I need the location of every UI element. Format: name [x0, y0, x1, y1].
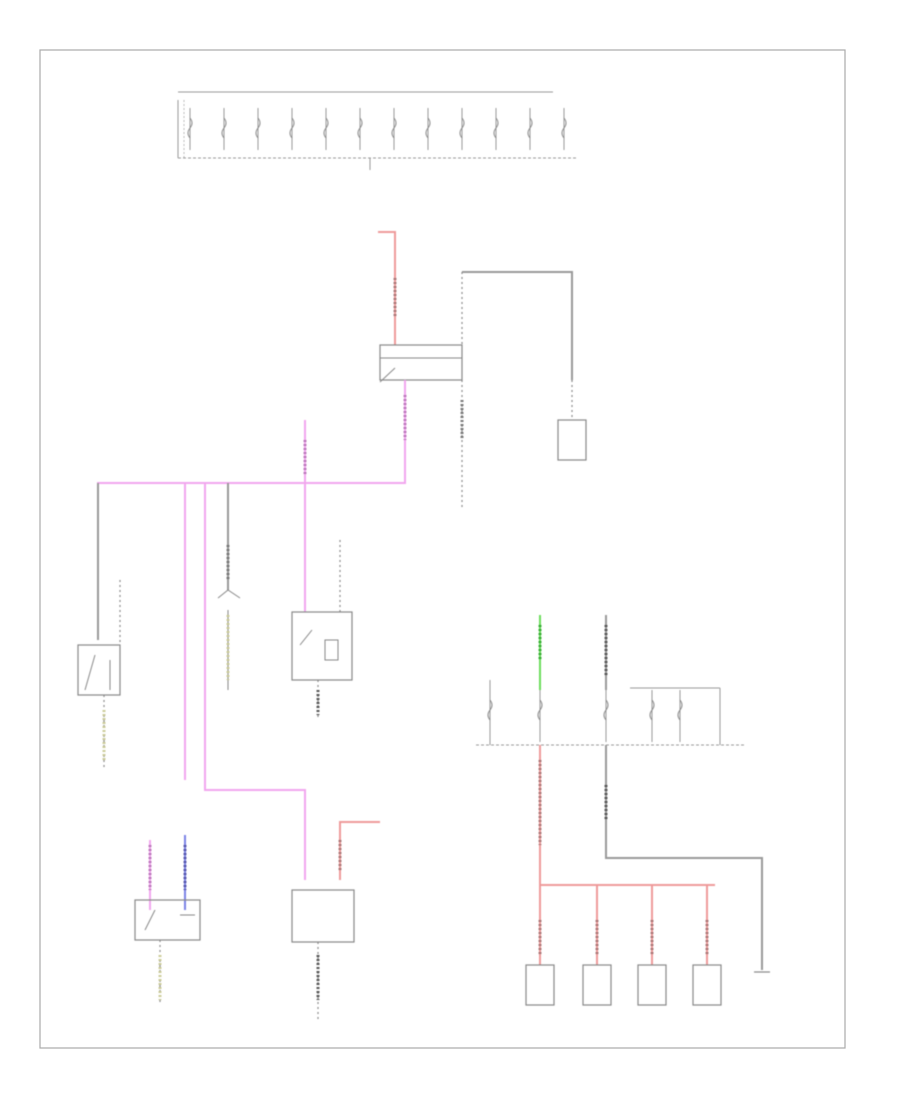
- fuse: [649, 690, 655, 742]
- fuse: [187, 108, 193, 150]
- center-relay-section: [217, 483, 353, 720]
- fuse: [527, 108, 533, 150]
- black-load-feed: [605, 745, 763, 970]
- fuse: [255, 108, 261, 150]
- upper-relay-section: [97, 231, 587, 560]
- load-component: [637, 920, 667, 1006]
- center-relay: [291, 611, 353, 681]
- top-fuse-box: [177, 91, 578, 170]
- red-feed-wire: [378, 231, 396, 345]
- fuse: [561, 108, 567, 150]
- upper-relay: [379, 344, 463, 381]
- fuse: [603, 690, 609, 742]
- left-switch-section: [77, 483, 306, 880]
- fuse: [487, 690, 493, 742]
- red-relay-feed: [339, 821, 380, 880]
- pink-cross-wire: [204, 483, 306, 880]
- load-component: [582, 920, 612, 1006]
- fuse: [289, 108, 295, 150]
- upper-right-component: [557, 419, 587, 461]
- fuse: [537, 690, 543, 742]
- load-row: [525, 920, 770, 1006]
- fuse: [425, 108, 431, 150]
- fuse-row: [187, 108, 567, 150]
- fuse: [391, 108, 397, 150]
- fuse: [677, 690, 683, 742]
- bottom-left-switch: [134, 899, 201, 941]
- pink-bus-wire: [97, 380, 406, 560]
- fuse: [493, 108, 499, 150]
- fuse: [323, 108, 329, 150]
- black-relay-wire: [462, 271, 573, 380]
- load-component: [525, 920, 555, 1006]
- fuse: [459, 108, 465, 150]
- load-component: [692, 920, 722, 1006]
- fuse: [357, 108, 363, 150]
- diagram-frame: [39, 49, 846, 1049]
- fuse: [221, 108, 227, 150]
- right-fuse-row: [487, 690, 683, 742]
- right-section: [476, 615, 770, 1006]
- left-switch: [77, 644, 121, 696]
- bottom-center-relay: [291, 889, 355, 943]
- bottom-left-section: [134, 821, 380, 1020]
